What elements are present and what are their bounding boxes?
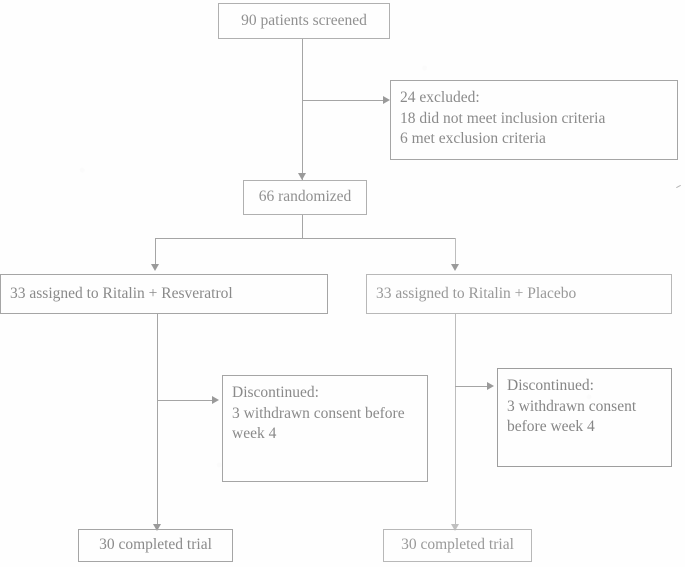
connector-randomized-stem [302,215,303,239]
node-excluded-label: 24 excluded: 18 did not meet inclusion c… [400,89,606,148]
node-randomized-label: 66 randomized [258,188,352,206]
scan-artifact-mark [676,184,681,189]
arrowhead-completed-left [153,524,161,531]
connector-split-to-arm-left [155,238,156,267]
arrowhead-randomized [298,173,306,180]
node-arm-right: 33 assigned to Ritalin + Placebo [366,274,672,314]
node-arm-right-label: 33 assigned to Ritalin + Placebo [376,284,577,302]
node-discontinued-right: Discontinued: 3 withdrawn consent before… [497,368,672,467]
node-completed-left: 30 completed trial [78,529,233,562]
arrowhead-discontinued-right [487,382,494,390]
node-excluded: 24 excluded: 18 did not meet inclusion c… [390,80,678,160]
connector-arm-right-to-completed [455,314,456,528]
arrowhead-excluded [383,96,390,104]
arrowhead-arm-right [451,264,459,271]
node-discontinued-right-label: Discontinued: 3 withdrawn consent before… [507,377,637,436]
node-discontinued-left: Discontinued: 3 withdrawn consent before… [222,375,428,482]
node-completed-right-label: 30 completed trial [401,536,514,554]
node-arm-left: 33 assigned to Ritalin + Resveratrol [0,274,328,314]
node-randomized: 66 randomized [243,180,367,215]
node-completed-left-label: 30 completed trial [99,536,212,554]
arrowhead-discontinued-left [212,396,219,404]
arrowhead-completed-right [451,524,459,531]
node-arm-left-label: 33 assigned to Ritalin + Resveratrol [10,284,233,302]
connector-screened-to-excluded [302,100,386,101]
connector-arm-right-to-discontinued [455,386,490,387]
connector-split-to-arm-right [455,238,456,267]
node-completed-right: 30 completed trial [383,529,532,562]
connector-randomization-split-bar [155,238,455,239]
node-screened-label: 90 patients screened [241,11,367,29]
node-screened: 90 patients screened [218,3,390,39]
node-discontinued-left-label: Discontinued: 3 withdrawn consent before… [232,384,405,443]
arrowhead-arm-left [151,264,159,271]
connector-screened-to-randomized [302,39,303,180]
connector-arm-left-to-completed [157,314,158,528]
connector-arm-left-to-discontinued [157,400,215,401]
